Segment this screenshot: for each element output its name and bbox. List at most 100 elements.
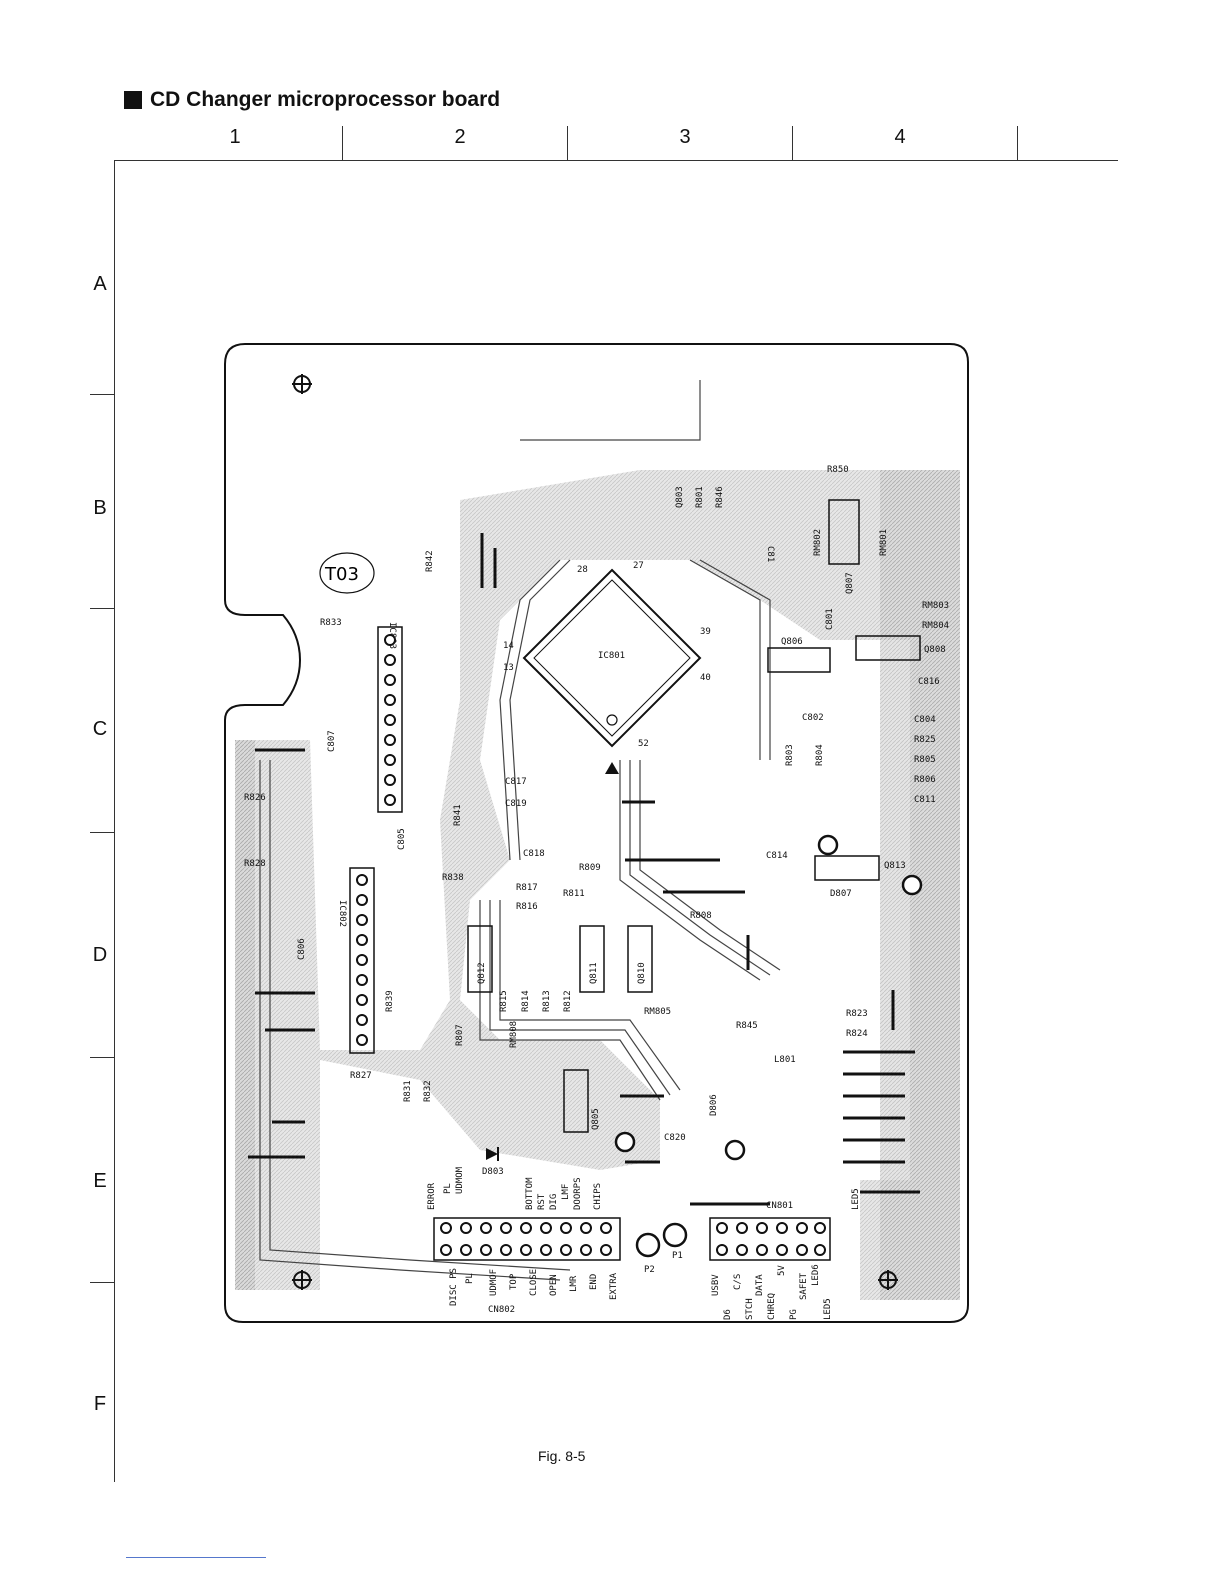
r823-label: R823 [846,1009,868,1019]
r828-label: R828 [244,859,266,869]
cn802-outline [433,1217,621,1261]
c806-label: C806 [297,938,307,960]
column-label-1: 1 [229,126,241,148]
p2-label: P2 [644,1265,655,1275]
column-divider [567,126,568,160]
r816-label: R816 [516,902,538,912]
rm801-label: RM801 [879,529,889,556]
r805-label: R805 [914,755,936,765]
ic803-outline [377,626,403,813]
jumper-wires [248,533,920,1206]
cn802-pin-label: END [589,1274,599,1290]
column-label-3: 3 [679,126,691,148]
cn802-pin-label: EXTRA [609,1272,619,1300]
r801-label: R801 [695,486,705,508]
cn802-pin-label: DIG [549,1194,559,1210]
r833-label: R833 [320,618,342,628]
cn801-label: CN801 [766,1201,793,1211]
c820-label: C820 [664,1133,686,1143]
ic801-label: IC801 [598,651,625,661]
c802-label: C802 [802,713,824,723]
c816-label: C816 [918,677,940,687]
r841-label: R841 [453,804,463,826]
cn802-pin-label: RST [537,1193,547,1210]
r804-label: R804 [815,744,825,766]
cn802-pin-label: OPEN [549,1274,559,1296]
cn801-outline [709,1217,831,1261]
c811-label: C811 [914,795,936,805]
cn801-pin-label: DATA [755,1274,765,1296]
r824-label: R824 [846,1029,868,1039]
pin-label: 27 [633,561,644,571]
row-divider [90,608,114,609]
cn802-pin-label: PL [465,1273,475,1284]
rm803-label: RM803 [922,601,949,611]
c817-label: C817 [505,777,527,787]
cn801-pin-label: PG [789,1309,799,1320]
cn801-pin-label: D6 [723,1309,733,1320]
row-label-e: E [93,1170,107,1192]
row-label-d: D [92,944,108,966]
q806-label: Q806 [781,637,803,647]
c804-label: C804 [914,715,936,725]
r825-label: R825 [914,735,936,745]
cn802-label: CN802 [488,1305,515,1315]
diode-d803-icon [486,1148,498,1160]
grid-left-rule [114,160,115,1482]
r807-label: R807 [455,1024,465,1046]
d807-label: D807 [830,889,852,899]
cn801-pin-label: CHREQ [767,1293,777,1320]
cn801-pin-label: LED6 [811,1264,821,1286]
r812-label: R812 [563,990,573,1012]
c814-label: C814 [766,851,788,861]
cn802-pin-label: UDMOM [455,1166,465,1194]
r826-label: R826 [244,793,266,803]
q803-label: Q803 [675,486,685,508]
r815-label: R815 [499,990,509,1012]
ic802-label: IC802 [337,900,347,927]
cn801-pin-label: USBV [711,1274,721,1296]
trace-bundle [259,380,781,1281]
rm808-label: RM808 [509,1021,519,1048]
column-divider [792,126,793,160]
c819-label: C819 [505,799,527,809]
cn802-pin-label: CHIPS [593,1183,603,1210]
r806-label: R806 [914,775,936,785]
row-label-a: A [93,273,107,295]
page-title: CD Changer microprocessor board [124,88,500,112]
d803-label: D803 [482,1167,504,1177]
pin-label: 28 [577,565,588,575]
connector-pads [440,1222,826,1256]
r832-label: R832 [423,1080,433,1102]
r846-label: R846 [715,486,725,508]
r809-label: R809 [579,863,601,873]
row-divider [90,832,114,833]
cn802-pin-label: DOORPS [573,1177,583,1210]
pin-label: 40 [700,673,711,683]
cn802-pin-label: LMR [569,1275,579,1292]
r813-label: R813 [542,990,552,1012]
r827-label: R827 [350,1071,372,1081]
cn802-pin-label: UDMOF [489,1269,499,1296]
q807-label: Q807 [845,572,855,594]
footer-rule [126,1557,266,1558]
title-bullet-icon [124,91,142,109]
row-label-c: C [92,718,108,740]
mounting-screw-icon [292,374,898,1290]
title-text: CD Changer microprocessor board [150,88,501,111]
q812-label: Q812 [477,962,487,984]
test-points [614,834,923,1258]
cn801-pin-label: 5V [777,1265,787,1276]
rm805-label: RM805 [644,1007,671,1017]
c807-label: C807 [327,730,337,752]
c801-label: C801 [825,608,835,630]
led5-label: LED5 [851,1188,861,1210]
q810-label: Q810 [637,962,647,984]
r839-label: R839 [385,990,395,1012]
rm802-label: RM802 [813,529,823,556]
pin-label: 13 [503,663,514,673]
r814-label: R814 [521,990,531,1012]
row-label-b: B [93,497,107,519]
cn802-pin-label: ERROR [427,1182,437,1210]
